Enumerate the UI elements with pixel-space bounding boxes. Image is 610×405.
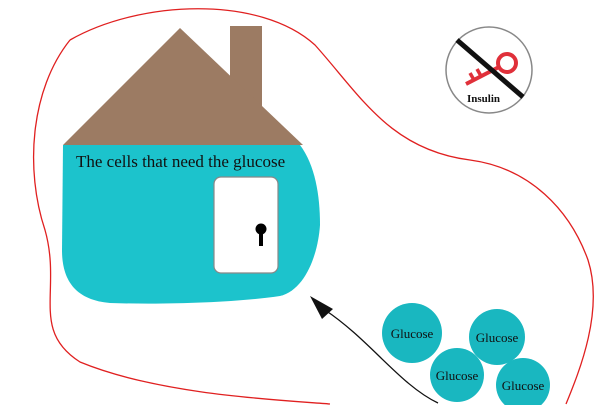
glucose-label: Glucose: [435, 368, 479, 383]
glucose-molecule: [496, 358, 550, 405]
body-boundary-outline: [32, 8, 594, 405]
glucose-molecule: [469, 309, 525, 365]
insulin-label: Insulin: [467, 93, 501, 105]
entry-arrow-head: [310, 296, 333, 319]
keyhole-icon: [255, 223, 267, 246]
glucose-label: Glucose: [390, 326, 434, 341]
glucose-label: Glucose: [501, 378, 545, 393]
no-insulin-sign: [445, 26, 533, 114]
glucose-molecule: [430, 348, 484, 402]
glucose-molecule: [382, 303, 442, 363]
prohibition-slash: [455, 38, 525, 99]
entry-arrow-line: [324, 309, 439, 404]
cell-door: [213, 176, 279, 274]
house-roof: [63, 28, 303, 145]
cells-label: The cells that need the glucose: [76, 152, 286, 171]
glucose-label: Glucose: [475, 330, 519, 345]
